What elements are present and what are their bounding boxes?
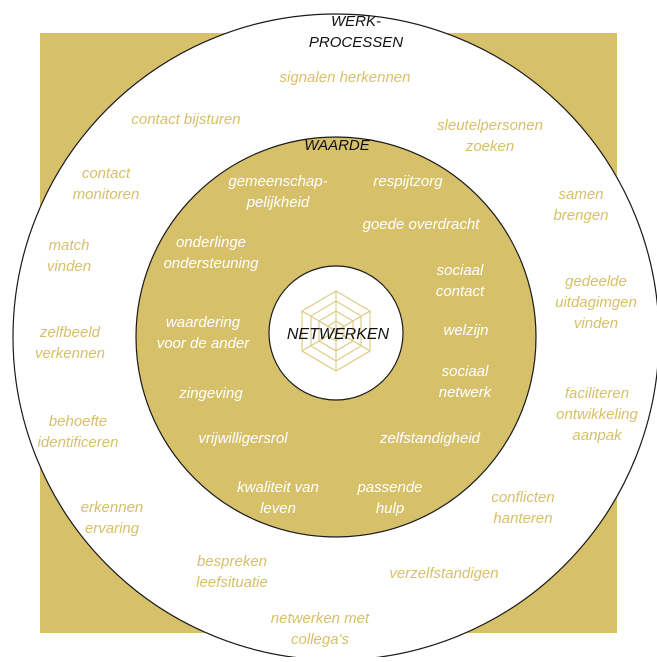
waarde-vrijwilligersrol: vrijwilligersrol: [198, 430, 288, 447]
werkproces-signalen-herkennen: signalen herkennen: [280, 69, 411, 86]
werkproces-contact-bijsturen: contact bijsturen: [131, 111, 240, 128]
center-label: NETWERKEN: [287, 326, 390, 343]
waarde-respijtzorg: respijtzorg: [373, 173, 443, 190]
waarde-gemeenschap-pelijkheid: gemeenschap-pelijkheid: [228, 173, 327, 211]
werkproces-verzelfstandigen: verzelfstandigen: [389, 565, 498, 582]
waarde-zelfstandigheid: zelfstandigheid: [379, 430, 481, 447]
outer-ring-title: WERK-PROCESSEN: [309, 13, 403, 51]
waarde-zingeving: zingeving: [178, 385, 243, 402]
waarde-goede-overdracht: goede overdracht: [363, 216, 481, 233]
outer-ring-items: signalen herkennen contact bijsturen sleut…: [35, 69, 639, 648]
inner-ring-items: gemeenschap-pelijkheid respijtzorg goede o…: [157, 173, 493, 517]
hexagon-web-icon: [301, 290, 371, 372]
inner-ring-title: WAARDE: [304, 137, 371, 154]
waarde-welzijn: welzijn: [443, 322, 488, 339]
